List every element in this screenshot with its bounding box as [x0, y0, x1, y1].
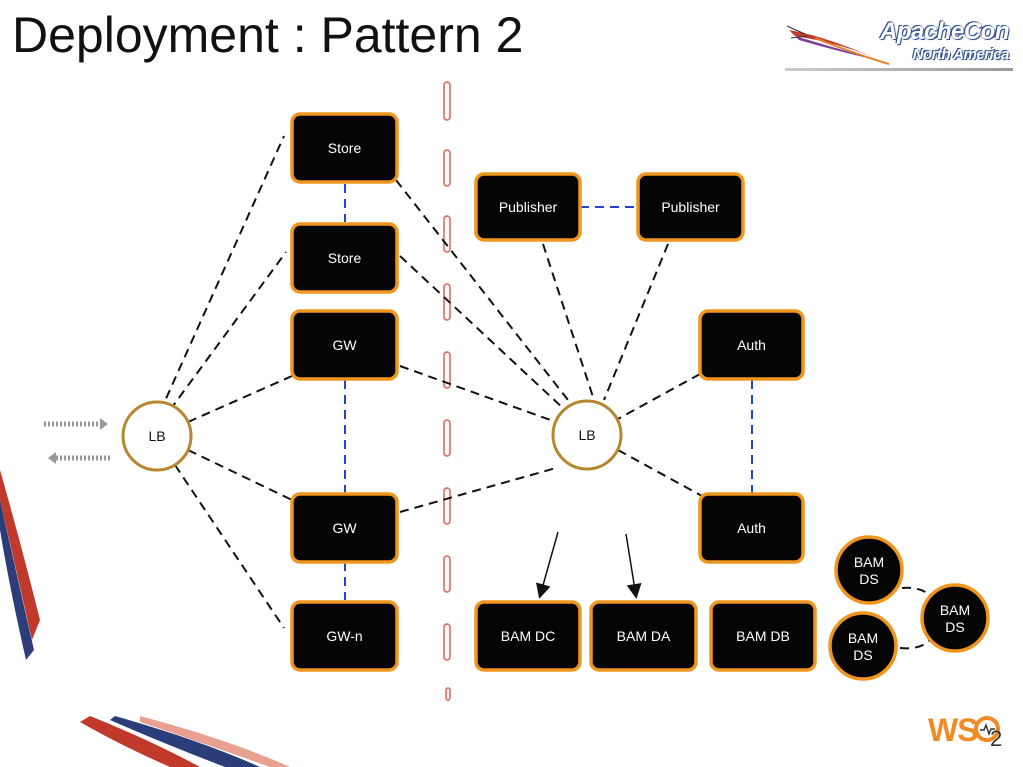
node-bam-da[interactable]: BAM DA	[589, 600, 698, 672]
wso2-o-icon	[974, 716, 1000, 742]
link-auth1-lb-right	[615, 373, 701, 421]
node-gw-1[interactable]: GW	[290, 309, 399, 381]
link-lb-left-gwn	[174, 464, 285, 629]
node-publisher-1[interactable]: Publisher	[474, 172, 582, 242]
traffic-arrows	[44, 418, 110, 464]
node-publisher-2[interactable]: Publisher	[636, 172, 745, 242]
wso2-logo-main: WS	[928, 712, 979, 748]
slide-title: Deployment : Pattern 2	[12, 7, 524, 63]
node-gw-n[interactable]: GW-n	[290, 600, 399, 672]
node-auth-1-label: Auth	[737, 337, 766, 353]
link-publisher2-lb-right	[603, 243, 669, 401]
logo-line2: North America	[912, 46, 1010, 63]
logo-rule	[785, 68, 1013, 71]
link-lb-left-store2	[169, 251, 287, 411]
node-bam-dc[interactable]: BAM DC	[474, 600, 582, 672]
link-lb-left-gw1	[187, 375, 293, 423]
apachecon-logo: ApacheCon North America	[785, 18, 1013, 74]
link-lb-left-store1	[159, 135, 285, 413]
network-divider	[443, 81, 451, 701]
node-auth-2-label: Auth	[737, 520, 766, 536]
wso2-logo-sub: 2	[990, 726, 1003, 751]
decorative-swoosh-left	[0, 470, 40, 660]
node-bam-db-label: BAM DB	[736, 628, 790, 644]
node-store-2-label: Store	[328, 250, 362, 266]
cluster-links	[344, 184, 753, 600]
load-balancer-left-label: LB	[148, 428, 165, 444]
node-auth-1[interactable]: Auth	[698, 309, 805, 381]
link-bam-ds2-ds3	[899, 639, 931, 650]
node-store-1[interactable]: Store	[290, 112, 399, 184]
load-balancer-right[interactable]: LB	[551, 399, 623, 471]
node-publisher-1-label: Publisher	[499, 199, 558, 215]
node-store-1-label: Store	[328, 140, 362, 156]
bam-arrows	[536, 531, 642, 599]
node-publisher-2-label: Publisher	[661, 199, 720, 215]
node-gw-2-label: GW	[332, 520, 357, 536]
feather-icon	[786, 25, 890, 65]
arrow-to-bam-dc	[536, 531, 559, 599]
link-store1-lb-right	[395, 179, 569, 401]
logo-line1: ApacheCon	[880, 18, 1009, 45]
node-bam-da-label: BAM DA	[617, 628, 671, 644]
load-balancer-right-label: LB	[578, 427, 595, 443]
arrow-to-bam-da	[625, 533, 642, 599]
black-links	[159, 135, 935, 650]
node-bam-db[interactable]: BAM DB	[709, 600, 817, 672]
node-bam-dc-label: BAM DC	[501, 628, 555, 644]
decorative-swoosh-bottom	[80, 716, 290, 767]
link-lb-left-gw2	[187, 449, 293, 501]
link-gw1-lb-right	[399, 365, 557, 423]
link-store2-lb-right	[399, 255, 566, 411]
node-gw-2[interactable]: GW	[290, 492, 399, 564]
node-auth-2[interactable]: Auth	[698, 492, 805, 564]
wso2-logo: WS 2	[928, 712, 1012, 756]
load-balancer-left[interactable]: LB	[121, 400, 193, 472]
link-publisher1-lb-right	[542, 243, 595, 401]
node-store-2[interactable]: Store	[290, 222, 399, 294]
node-gw-1-label: GW	[332, 337, 357, 353]
link-gw2-lb-right	[399, 467, 557, 513]
link-lb-right-auth2	[617, 449, 703, 497]
node-gw-n-label: GW-n	[326, 628, 362, 644]
